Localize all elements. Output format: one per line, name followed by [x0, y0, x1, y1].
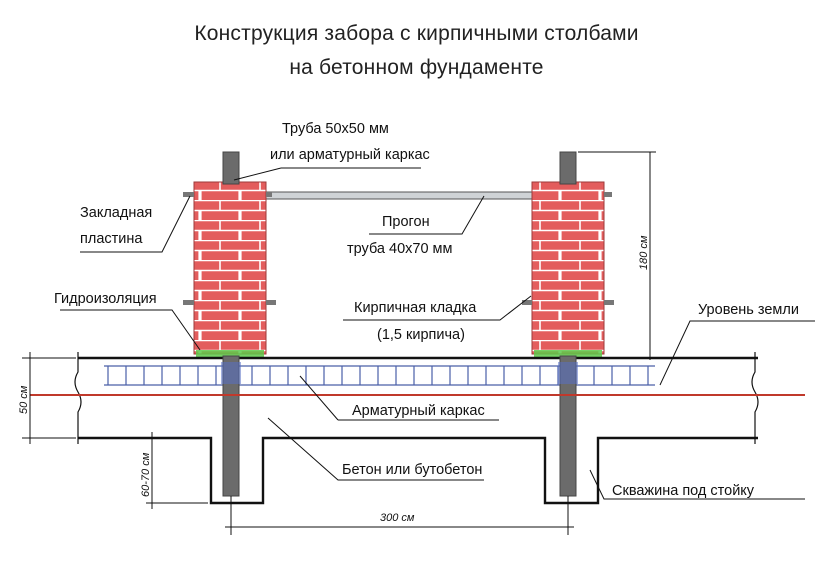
post-spacing-dimension: 300 см — [380, 512, 415, 524]
title-line-1: Конструкция забора с кирпичными столбами — [194, 22, 639, 45]
right-post-top — [559, 151, 577, 185]
dimension-lines — [22, 151, 656, 535]
pipe-label-line-1: Труба 50х50 мм — [282, 121, 389, 137]
purlin-label-line-2: труба 40х70 мм — [347, 241, 453, 257]
ground-level-label: Уровень земли — [698, 302, 799, 318]
left-waterproofing — [196, 350, 264, 358]
waterproofing-label: Гидроизоляция — [54, 291, 157, 307]
brickwork-label-line-2: (1,5 кирпича) — [377, 327, 465, 343]
foundation-outline — [78, 356, 758, 505]
purlin-label-line-1: Прогон — [382, 214, 430, 230]
left-post-top — [222, 151, 240, 185]
purlin-pipe — [261, 191, 533, 200]
concrete-label: Бетон или бутобетон — [342, 462, 483, 478]
pile-depth-dimension: 60-70 см — [140, 452, 152, 497]
rebar-cage-label: Арматурный каркас — [352, 403, 485, 419]
slab-thickness-dimension: 50 см — [18, 385, 30, 414]
left-embedded-plate — [183, 192, 194, 197]
post-height-dimension: 180 см — [638, 235, 650, 270]
title-line-2: на бетонном фундаменте — [289, 56, 544, 79]
pipe-label-line-2: или арматурный каркас — [270, 147, 430, 163]
left-brick-pillar — [183, 181, 276, 355]
leader-lines — [60, 167, 815, 500]
borehole-label: Скважина под стойку — [612, 483, 755, 499]
right-brick-pillar — [522, 181, 614, 355]
plate-label-line-1: Закладная — [80, 205, 153, 221]
brickwork-label-line-1: Кирпичная кладка — [354, 300, 477, 316]
break-lines — [74, 352, 759, 444]
right-waterproofing — [534, 350, 602, 358]
plate-label-line-2: пластина — [80, 231, 143, 247]
